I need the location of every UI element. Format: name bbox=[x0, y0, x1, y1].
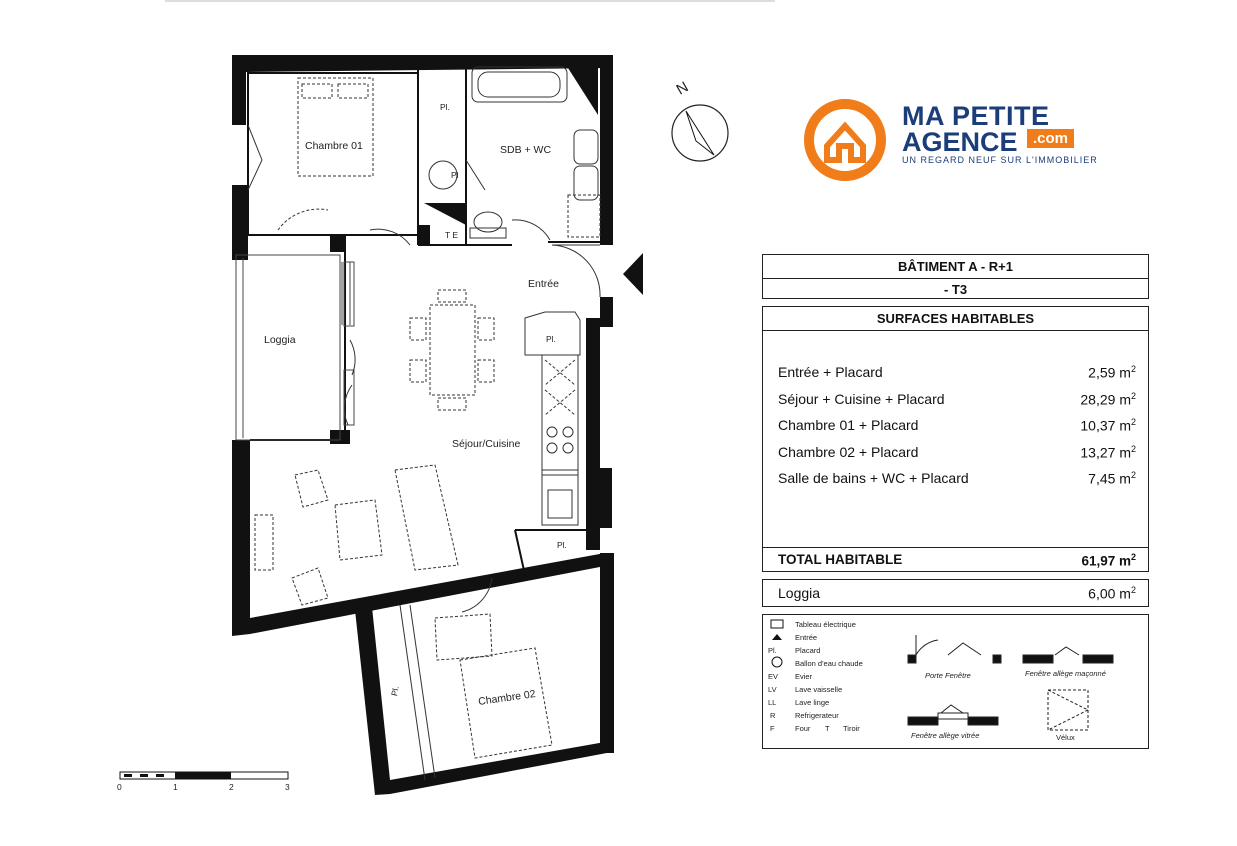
legend-porte-fenetre: Porte Fenêtre bbox=[925, 671, 971, 680]
loggia-area bbox=[235, 254, 355, 441]
placard-label: Pl. bbox=[557, 540, 567, 550]
bathroom-fixtures bbox=[428, 66, 601, 239]
legend-text: Refrigerateur bbox=[795, 711, 839, 720]
building-type: - T3 bbox=[943, 282, 968, 297]
living-furniture bbox=[254, 464, 459, 606]
building-title: BÂTIMENT A - R+1 bbox=[898, 259, 1013, 274]
room-label-loggia: Loggia bbox=[264, 334, 296, 346]
ballon-label: Pl bbox=[451, 170, 459, 180]
exterior-walls bbox=[232, 55, 614, 795]
legend-text: Four bbox=[795, 724, 811, 733]
room-label-sdb: SDB + WC bbox=[500, 144, 552, 156]
scale-bar bbox=[119, 771, 289, 780]
scale-tick: 2 bbox=[229, 782, 234, 792]
scale-tick: 3 bbox=[285, 782, 290, 792]
legend-text: Tiroir bbox=[843, 724, 860, 733]
placard-label: Pl. bbox=[546, 334, 556, 344]
legend-text: Entrée bbox=[795, 633, 818, 642]
legend-fenetre-vitree: Fenêtre allège vitrée bbox=[911, 731, 980, 740]
bed-chambre02 bbox=[399, 604, 553, 781]
surfaces-title: SURFACES HABITABLES bbox=[876, 311, 1035, 326]
logo-tagline: UN REGARD NEUF SUR L'IMMOBILIER bbox=[902, 155, 1098, 165]
legend-text: Tableau électrique bbox=[795, 620, 856, 629]
legend-text: Placard bbox=[795, 646, 821, 655]
te-label: T E bbox=[445, 230, 459, 240]
legend-text: Lave linge bbox=[795, 698, 830, 707]
room-label-entree: Entrée bbox=[528, 278, 559, 290]
entrance-marker bbox=[623, 253, 643, 295]
legend-text: Ballon d'eau chaude bbox=[795, 659, 863, 668]
bed-chambre01 bbox=[297, 77, 374, 177]
scale-tick: 0 bbox=[117, 782, 122, 792]
placard-label: Pl. bbox=[389, 685, 401, 697]
room-label-chambre01: Chambre 01 bbox=[305, 140, 363, 152]
logo-dotcom: .com bbox=[1027, 129, 1075, 148]
logo-line1: MA PETITE bbox=[902, 101, 1050, 131]
legend-velux: Vélux bbox=[1056, 733, 1075, 742]
legend-text: Lave vaisselle bbox=[795, 685, 843, 694]
legend-fenetre-maconne: Fenêtre allège maçonné bbox=[1025, 669, 1106, 678]
placard-label: Pl. bbox=[440, 102, 450, 112]
building-box: BÂTIMENT A - R+1 - T3 bbox=[762, 254, 1149, 299]
logo-line2: AGENCE bbox=[902, 127, 1018, 157]
dining-table bbox=[409, 289, 495, 411]
logo-icon bbox=[804, 99, 886, 181]
legend-graphics bbox=[770, 619, 1114, 731]
legend-text: Evier bbox=[795, 672, 813, 681]
kitchen-fixtures bbox=[524, 311, 581, 526]
room-label-sejour: Séjour/Cuisine bbox=[452, 438, 521, 450]
legend-box: Pl. EV LV LL R F Tableau électrique Entr… bbox=[762, 614, 1149, 749]
interior-walls bbox=[247, 65, 600, 576]
scale-tick: 1 bbox=[173, 782, 178, 792]
north-arrow bbox=[671, 104, 729, 162]
